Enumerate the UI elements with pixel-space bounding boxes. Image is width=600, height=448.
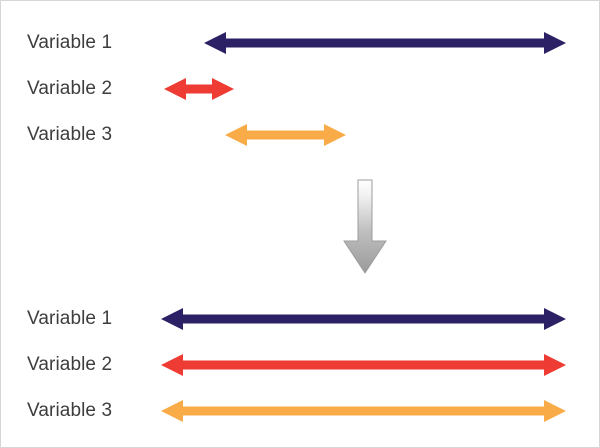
arrow-shape: [204, 32, 566, 54]
variable-row: Variable 3: [1, 388, 599, 434]
variable-label: Variable 2: [27, 354, 113, 375]
variable-row: Variable 3: [1, 112, 599, 158]
double-headed-arrow: [161, 308, 566, 330]
variable-label: Variable 3: [27, 400, 113, 421]
arrow-container: [161, 388, 566, 434]
arrow-container: [161, 342, 566, 388]
variable-row: Variable 2: [1, 66, 599, 112]
variable-label: Variable 1: [27, 32, 113, 53]
arrow-shape: [161, 400, 566, 422]
variable-label: Variable 3: [27, 124, 113, 145]
after-section: Variable 1 Variable 2 Variable 3: [1, 289, 599, 447]
variable-row: Variable 1: [1, 20, 599, 66]
double-headed-arrow: [225, 124, 346, 146]
before-section: Variable 1 Variable 2 Variable 3: [1, 1, 599, 171]
arrow-shape: [225, 124, 346, 146]
double-headed-arrow: [164, 78, 234, 100]
down-arrow-icon: [343, 179, 387, 274]
variable-row: Variable 2: [1, 342, 599, 388]
down-arrow-shape: [343, 179, 387, 274]
arrow-container: [204, 20, 566, 66]
arrow-container: [164, 66, 234, 112]
variable-row: Variable 1: [1, 296, 599, 342]
arrow-shape: [161, 354, 566, 376]
transition-section: [1, 173, 599, 285]
arrow-shape: [164, 78, 234, 100]
variable-label: Variable 1: [27, 308, 113, 329]
variable-label: Variable 2: [27, 78, 113, 99]
double-headed-arrow: [161, 400, 566, 422]
arrow-container: [225, 112, 346, 158]
double-headed-arrow: [204, 32, 566, 54]
arrow-shape: [161, 308, 566, 330]
arrow-container: [161, 296, 566, 342]
double-headed-arrow: [161, 354, 566, 376]
